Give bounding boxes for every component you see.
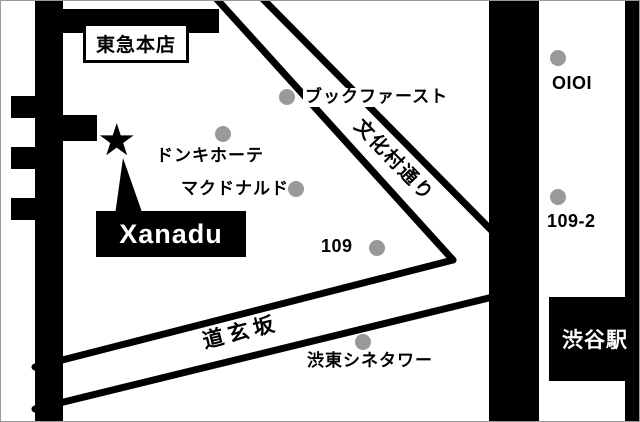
poi-label-109-2: 109-2	[547, 211, 596, 231]
venue-xanadu-box: Xanadu	[96, 211, 246, 257]
poi-label-bookfirst: ブックファースト	[303, 87, 451, 107]
poi-dot-bookfirst	[279, 89, 295, 105]
venue-pointer	[115, 158, 143, 215]
station-shibuya-label: 渋谷駅	[562, 329, 628, 352]
road-dogenzaka-lower-edge	[31, 291, 505, 413]
road-bunkamura-upper-edge	[260, 1, 502, 241]
station-shibuya: 渋谷駅	[549, 297, 639, 381]
poi-dot-donki	[215, 126, 231, 142]
road-corridor-fill	[35, 1, 501, 409]
venue-xanadu-label: Xanadu	[119, 218, 223, 249]
poi-label-donki: ドンキホーテ	[156, 146, 264, 165]
landmark-tokyu-honten: 東急本店	[83, 23, 189, 63]
poi-label-cinetower: 渋東シネタワー	[307, 351, 433, 370]
road-side-street-2	[11, 147, 37, 169]
road-bunkamura-lower-edge	[213, 1, 457, 264]
road-side-street-1	[11, 96, 37, 118]
poi-dot-mcdonalds	[288, 181, 304, 197]
poi-label-marui: OIOI	[552, 73, 593, 93]
road-side-street-venue	[63, 115, 97, 141]
road-dogenzaka-upper-edge	[31, 256, 457, 371]
road-right-street	[489, 1, 539, 421]
poi-dot-marui	[550, 50, 566, 66]
road-left-street	[35, 1, 63, 421]
poi-dot-109	[369, 240, 385, 256]
poi-label-109: 109	[321, 236, 353, 256]
venue-star-icon: ★	[97, 116, 137, 165]
poi-dot-109-2	[550, 189, 566, 205]
poi-dot-cinetower	[355, 334, 371, 350]
poi-label-mcdonalds: マクドナルド	[181, 179, 289, 198]
landmark-tokyu-honten-label: 東急本店	[95, 34, 176, 56]
road-side-street-3	[11, 198, 37, 220]
